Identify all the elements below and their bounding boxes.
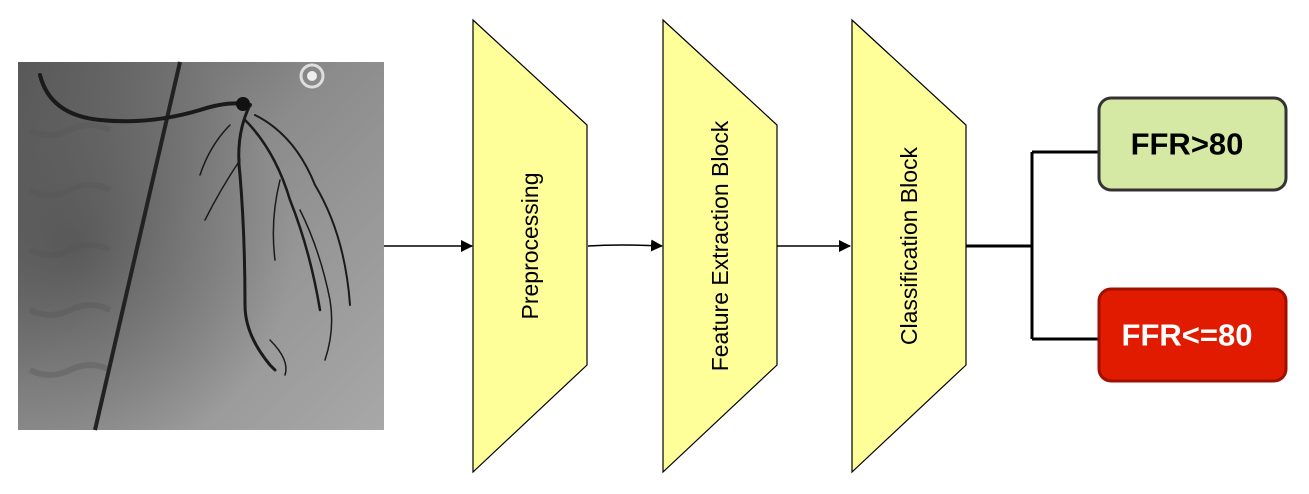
arrow-preprocessing-to-feature <box>587 239 663 252</box>
output-positive-label: FFR>80 <box>1131 127 1244 162</box>
output-branch-connector <box>966 150 1099 341</box>
feature-extraction-label: Feature Extraction Block <box>707 120 733 371</box>
classification-label: Classification Block <box>896 146 922 345</box>
feature-extraction-block: Feature Extraction Block <box>662 18 778 474</box>
output-ffr-above-80: FFR>80 <box>1097 96 1288 192</box>
preprocessing-block: Preprocessing <box>472 18 588 474</box>
angiogram-image <box>18 61 384 431</box>
classification-block: Classification Block <box>851 18 967 474</box>
output-ffr-at-most-80: FFR<=80 <box>1097 287 1288 383</box>
preprocessing-label: Preprocessing <box>517 172 543 319</box>
output-negative-label: FFR<=80 <box>1122 318 1253 353</box>
